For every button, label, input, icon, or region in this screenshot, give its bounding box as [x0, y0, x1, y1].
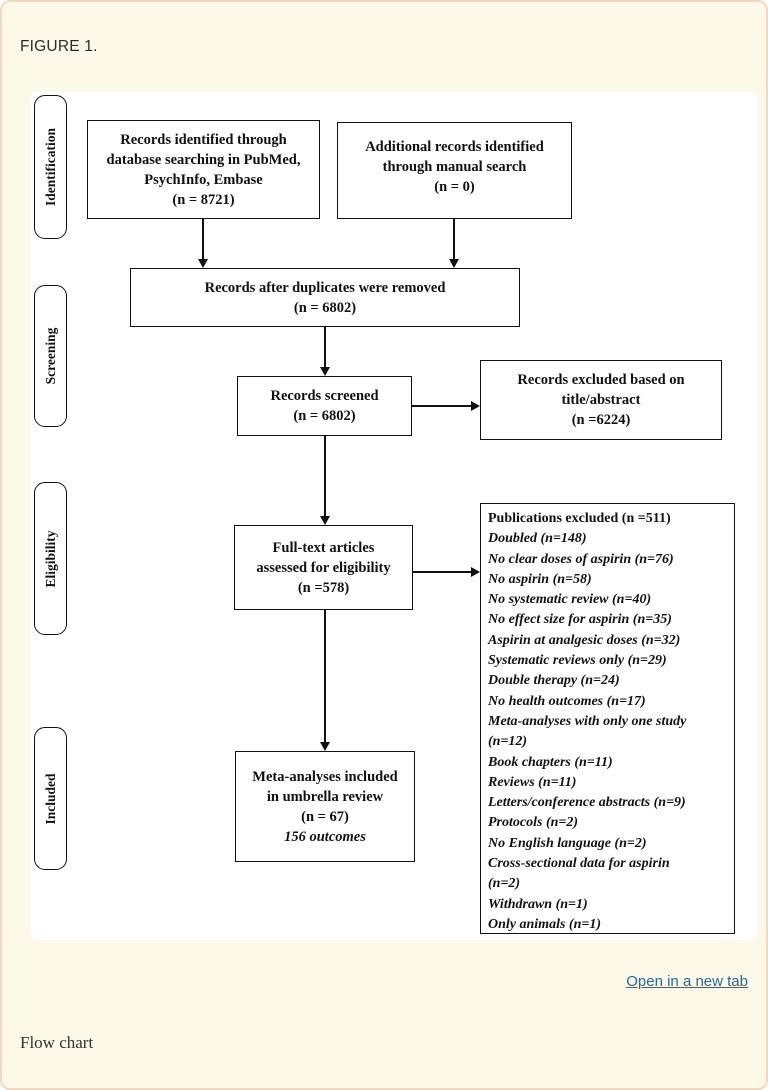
figure-caption: Flow chart — [20, 1033, 94, 1052]
box-records-identified-text: Records identified through database sear… — [106, 131, 301, 208]
box-fulltext-assessed: Full-text articles assessed for eligibil… — [234, 525, 413, 610]
box-records-excluded-title-abstract-text: Records excluded based on title/abstract… — [517, 372, 685, 428]
arrow-fulltext-to-included — [320, 610, 330, 751]
stage-label-included-text: Included — [42, 772, 58, 825]
box-after-duplicates-removed-text: Records after duplicates were removed (n… — [204, 279, 446, 316]
open-in-new-tab-link[interactable]: Open in a new tab — [626, 973, 748, 990]
arrow-shaft — [324, 436, 326, 518]
stage-label-eligibility-text: Eligibility — [42, 529, 58, 588]
stage-label-identification-text: Identification — [42, 127, 58, 207]
box-additional-records: Additional records identified through ma… — [337, 122, 572, 219]
box-meta-analyses-included-text: Meta-analyses included in umbrella revie… — [252, 768, 398, 825]
box-records-identified: Records identified through database sear… — [87, 120, 320, 219]
arrow-shaft — [324, 610, 326, 744]
arrow-shaft — [413, 571, 473, 573]
stage-label-included: Included — [34, 727, 67, 870]
arrow-screened-to-fulltext — [320, 436, 330, 525]
stage-label-screening-text: Screening — [42, 327, 58, 385]
box-fulltext-assessed-text: Full-text articles assessed for eligibil… — [256, 539, 391, 596]
arrow-shaft — [202, 219, 204, 261]
box-after-duplicates-removed: Records after duplicates were removed (n… — [130, 268, 520, 327]
arrow-identified-to-deduped — [198, 219, 208, 268]
arrow-screened-to-excluded — [412, 401, 480, 411]
stage-label-screening: Screening — [34, 285, 67, 427]
arrow-shaft — [324, 327, 326, 369]
arrow-head-icon — [449, 259, 459, 268]
arrow-head-icon — [320, 742, 330, 751]
figure-label: FIGURE 1. — [20, 38, 98, 55]
box-records-excluded-title-abstract: Records excluded based on title/abstract… — [480, 360, 722, 440]
stage-label-identification: Identification — [34, 95, 67, 239]
arrow-head-icon — [320, 516, 330, 525]
arrow-head-icon — [471, 401, 480, 411]
arrow-shaft — [412, 405, 473, 407]
flowchart-panel: Identification Screening Eligibility Inc… — [30, 92, 758, 940]
box-meta-analyses-outcomes-text: 156 outcomes — [284, 828, 366, 845]
box-records-screened-text: Records screened (n = 6802) — [270, 388, 379, 424]
box-records-screened: Records screened (n = 6802) — [237, 376, 412, 436]
box-meta-analyses-included: Meta-analyses included in umbrella revie… — [235, 751, 415, 862]
publications-excluded-content: Publications excluded (n =511) Doubled (… — [488, 509, 686, 935]
box-publications-excluded: Publications excluded (n =511) Doubled (… — [480, 503, 735, 934]
publications-excluded-items: Doubled (n=148) No clear doses of aspiri… — [488, 531, 687, 932]
arrow-fulltext-to-exclusions — [413, 567, 480, 577]
arrow-head-icon — [320, 367, 330, 376]
arrow-head-icon — [471, 567, 480, 577]
arrow-head-icon — [198, 259, 208, 268]
stage-label-eligibility: Eligibility — [34, 482, 67, 635]
publications-excluded-title: Publications excluded (n =511) — [488, 511, 671, 526]
arrow-shaft — [453, 219, 455, 261]
arrow-deduped-to-screened — [320, 327, 330, 376]
box-additional-records-text: Additional records identified through ma… — [365, 139, 544, 195]
arrow-additional-to-deduped — [449, 219, 459, 268]
